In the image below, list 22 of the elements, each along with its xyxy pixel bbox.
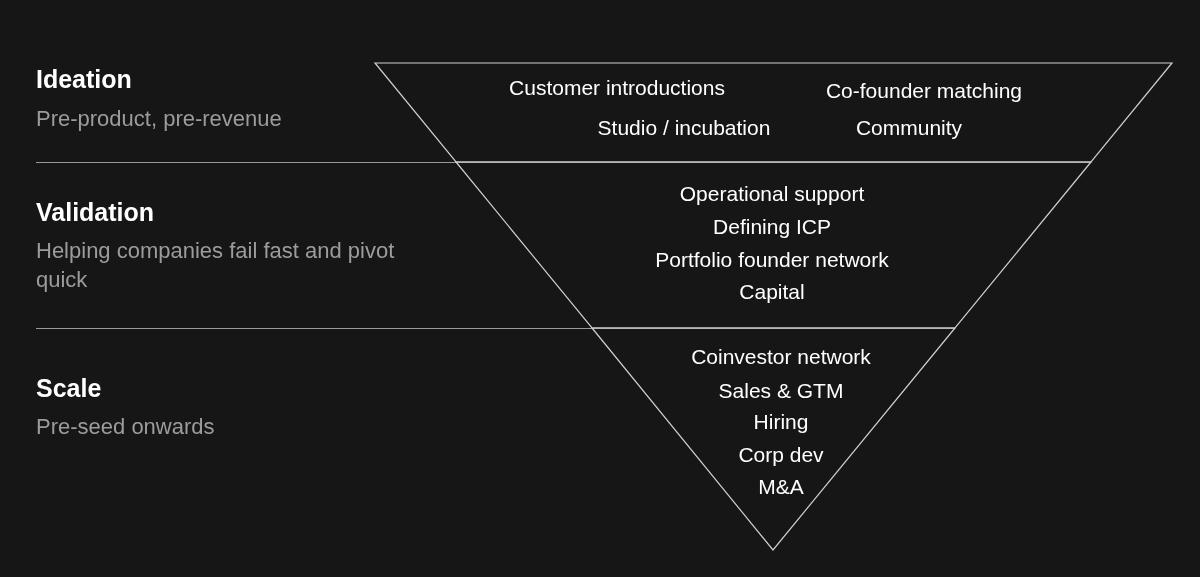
stage-description: Pre-seed onwards [36,413,216,441]
support-item: Co-founder matching [825,79,1023,103]
support-item: Defining ICP [713,215,831,239]
support-item: Sales & GTM [718,379,844,403]
funnel-segment [375,63,1172,162]
support-item: Studio / incubation [597,116,771,140]
support-item: M&A [758,475,804,499]
support-item: Customer introductions [509,76,725,100]
support-item: Community [855,116,963,140]
funnel-segment [456,162,1091,328]
stage-heading: Validation [36,199,155,227]
support-item: Operational support [679,182,865,206]
stage-heading: Ideation [36,66,132,94]
support-item: Capital [739,280,805,304]
stage-description: Pre-product, pre-revenue [36,105,283,133]
support-item: Corp dev [738,443,824,467]
stage-description: Helping companies fail fast and pivot quick [36,237,396,294]
stage-heading: Scale [36,375,102,403]
funnel-segment [592,328,955,550]
support-item: Portfolio founder network [655,248,889,272]
support-item: Hiring [753,410,809,434]
support-item: Coinvestor network [691,345,871,369]
